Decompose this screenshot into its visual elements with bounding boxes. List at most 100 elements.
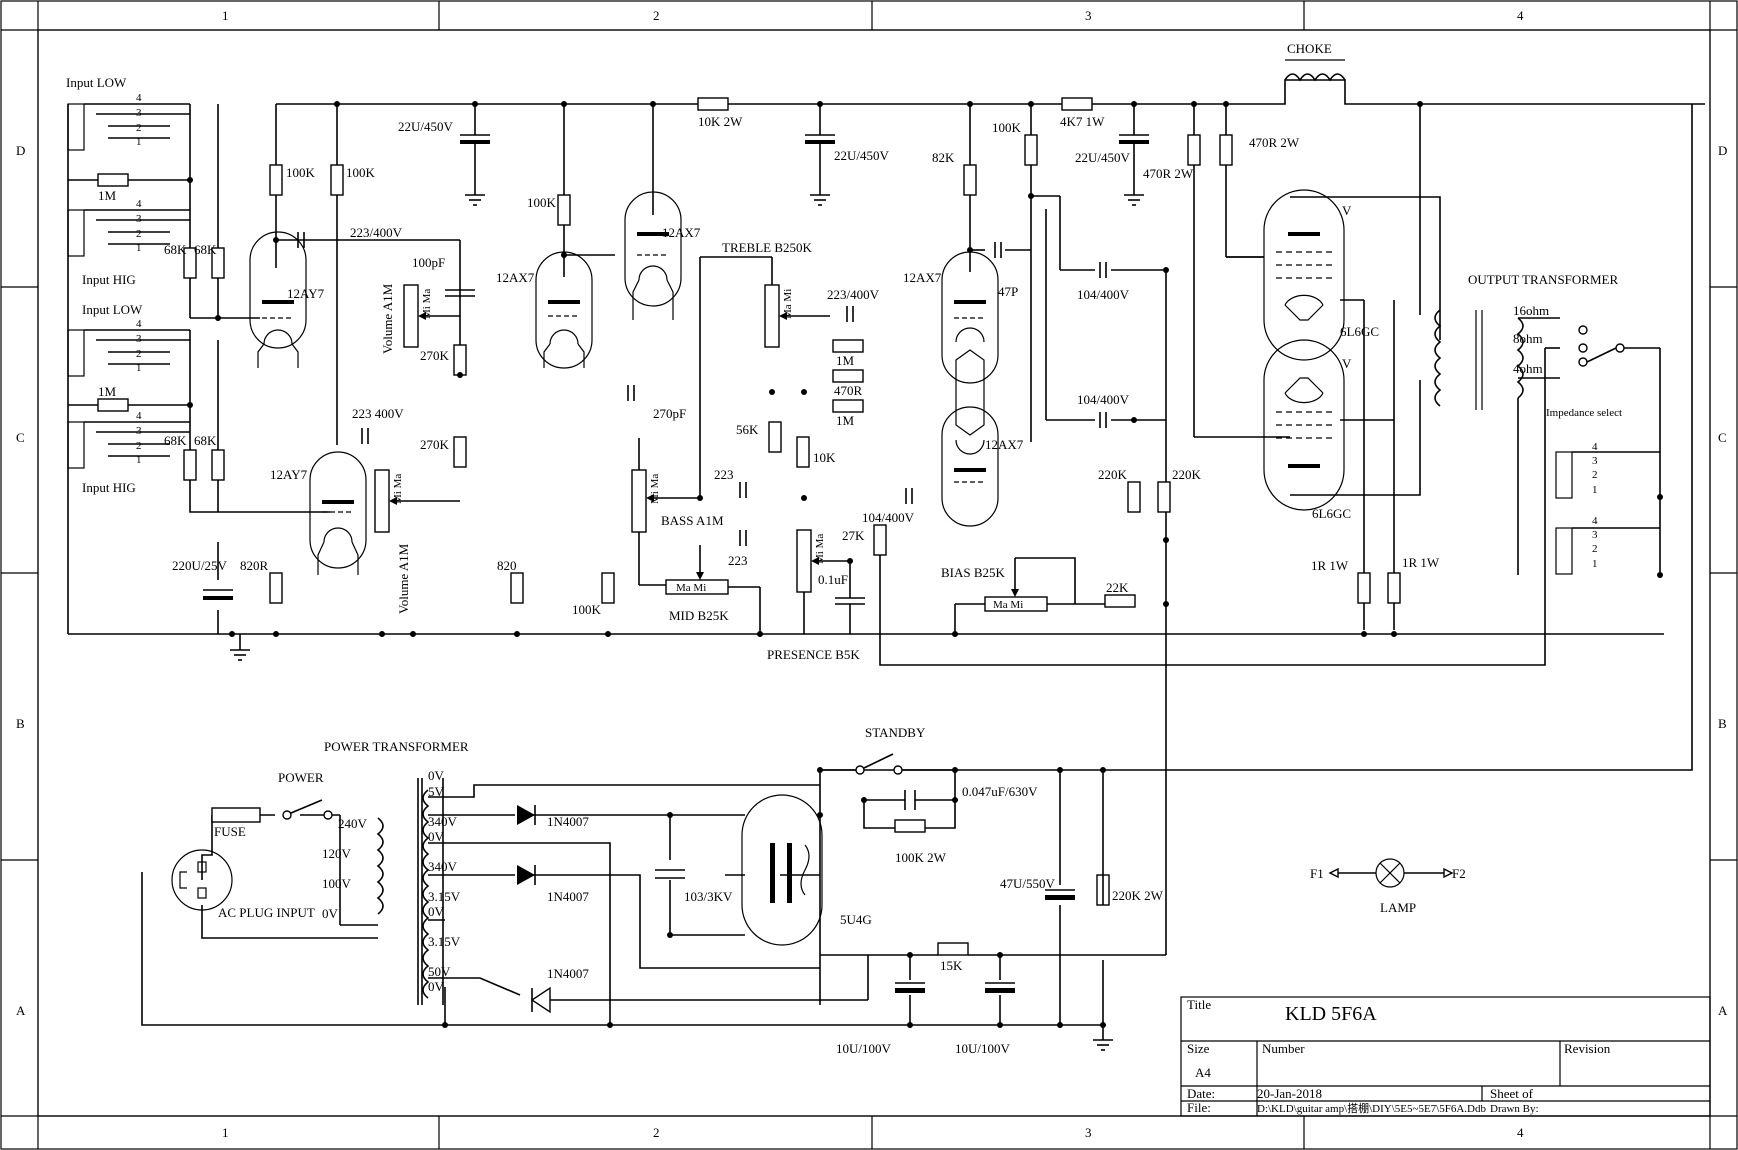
label-s315b: 3.15V	[428, 934, 461, 949]
input-wiring	[68, 104, 330, 513]
tube-12ax7-d	[941, 349, 999, 527]
tube-12ax7-a	[535, 251, 593, 369]
file-label: File:	[1187, 1100, 1211, 1115]
label-v-12ax7-a: 12AX7	[496, 270, 535, 285]
jack-pin-3: 3	[136, 213, 142, 225]
label-r-15k: 15K	[940, 958, 963, 973]
resistor-4k7	[1061, 97, 1093, 111]
label-vol-b: Volume A1M	[396, 543, 411, 614]
out-jack-pin-3: 3	[1592, 529, 1598, 541]
label-c-10u-b: 10U/100V	[955, 1041, 1011, 1056]
resistor-68k-b	[211, 247, 225, 279]
label-c-223-400v-c: 223/400V	[827, 287, 880, 302]
label-c-223-b: 223	[728, 553, 748, 568]
out-jack-pin-4: 4	[1592, 515, 1598, 527]
input-jack-hig-2[interactable]: 4 3 2 1	[67, 410, 190, 469]
input-jack-hig-1[interactable]: 4 3 2 1	[67, 198, 190, 257]
svg-text:Mi Ma: Mi Ma	[814, 534, 826, 564]
resistor-1m-b	[97, 398, 129, 412]
jack-pin-4: 4	[136, 410, 142, 422]
label-c-270pf: 270pF	[653, 406, 686, 421]
resistor-100k-a	[269, 164, 283, 196]
resistor-820	[510, 572, 524, 604]
out-jack-pin-3: 3	[1592, 455, 1598, 467]
component-labels: 1M 1M 68K 68K 68K 68K 100K 100K 22U/450V…	[98, 41, 1622, 1056]
jack-pin-1: 1	[136, 242, 142, 254]
resistor-100k-b	[330, 164, 344, 196]
label-c-22u-c: 22U/450V	[1075, 150, 1131, 165]
jack-pin-2: 2	[136, 348, 142, 360]
jack-pin-1: 1	[136, 454, 142, 466]
label-c-104-400v-c: 104/400V	[862, 510, 915, 525]
label-mid: MID B25K	[669, 608, 729, 623]
resistor-68k-c	[183, 449, 197, 481]
label-s315a: 3.15V	[428, 889, 461, 904]
date-label: Date:	[1187, 1086, 1215, 1101]
diode-1n4007-a	[517, 805, 535, 825]
power-transformer	[376, 789, 430, 999]
label-c-10u-a: 10U/100V	[836, 1041, 892, 1056]
potentiometers[interactable]: Mi Ma Mi Ma Ma Mi Mi Ma Ma Mi Mi Ma Ma M…	[374, 256, 1105, 634]
label-r-1r-a: 1R 1W	[1311, 558, 1349, 573]
label-r-1m-a: 1M	[98, 188, 117, 203]
resistor-1m-a	[97, 173, 129, 187]
input-jack-low-2[interactable]: 4 3 2 1	[67, 318, 190, 377]
label-v-6l6-a: 6L6GC	[1340, 324, 1379, 339]
revision-label: Revision	[1564, 1041, 1611, 1056]
tube-12ax7-b	[624, 191, 682, 320]
fuse	[211, 807, 261, 823]
label-choke: CHOKE	[1287, 41, 1332, 56]
drawn-by-label: Drawn By:	[1490, 1103, 1539, 1115]
label-v-5u4g: 5U4G	[840, 912, 872, 927]
svg-text:Mi Ma: Mi Ma	[421, 289, 433, 319]
label-s0vc: 0V	[428, 904, 445, 919]
resistor-470r-2w-a	[1187, 134, 1201, 166]
resistor-27k	[873, 524, 887, 556]
label-c-100pf: 100pF	[412, 255, 445, 270]
label-r-1m-b: 1M	[98, 384, 117, 399]
label-lamp: LAMP	[1380, 900, 1416, 915]
row-label-left-a: A	[16, 1003, 26, 1018]
label-power-tf: POWER TRANSFORMER	[324, 739, 469, 754]
power-switch[interactable]	[282, 799, 333, 820]
label-c-104-400v-b: 104/400V	[1077, 392, 1130, 407]
label-v100: 100V	[322, 876, 352, 891]
resistor-56k	[768, 421, 782, 453]
label-r-68k-d: 68K	[194, 433, 217, 448]
input-hig-label-1: Input HIG	[82, 272, 136, 287]
label-s340b: 340V	[428, 859, 458, 874]
label-r-22k: 22K	[1106, 580, 1129, 595]
sheet-label: Sheet of	[1490, 1086, 1534, 1101]
resistor-470r	[832, 369, 864, 383]
label-ac-plug: AC PLUG INPUT	[218, 905, 315, 920]
output-jacks[interactable]: 4 3 2 1 4 3 2 1	[1555, 441, 1660, 575]
label-r-820r: 820R	[240, 558, 269, 573]
ac-plug-icon[interactable]	[171, 849, 233, 911]
capacitor-270pf	[627, 385, 635, 401]
label-r-4k7: 4K7 1W	[1060, 114, 1105, 129]
label-output-tf: OUTPUT TRANSFORMER	[1468, 272, 1618, 287]
capacitor-223-b	[739, 530, 747, 546]
jack-pin-2: 2	[136, 228, 142, 240]
label-v-12ax7-b: 12AX7	[662, 225, 701, 240]
label-v0a: 0V	[322, 906, 339, 921]
tube-5u4g	[741, 794, 823, 946]
label-presence: PRESENCE B5K	[767, 647, 860, 662]
capacitor-100pf	[445, 289, 475, 297]
capacitor-0-1uf	[835, 597, 865, 605]
col-label-bottom-4: 4	[1517, 1125, 1524, 1140]
resistor-68k-d	[211, 449, 225, 481]
svg-text:Ma Mi: Ma Mi	[676, 582, 706, 594]
standby-switch[interactable]	[855, 753, 903, 775]
file-path: D:\KLD\guitar amp\搭棚\DIY\5E5~5E7\5F6A.Dd…	[1257, 1101, 1486, 1115]
label-ohm4: 4ohm	[1513, 361, 1543, 376]
label-treble: TREBLE B250K	[722, 240, 813, 255]
capacitor-103-3kv	[655, 869, 685, 879]
title-label: Title	[1187, 997, 1211, 1012]
capacitor-10u-a	[895, 982, 925, 993]
jack-pin-1: 1	[136, 136, 142, 148]
label-c-223-a: 223	[714, 467, 734, 482]
capacitor-104-400v-c	[905, 488, 913, 504]
input-jack-low-1[interactable]: 4 3 2 1	[67, 92, 190, 151]
out-jack-pin-2: 2	[1592, 469, 1598, 481]
